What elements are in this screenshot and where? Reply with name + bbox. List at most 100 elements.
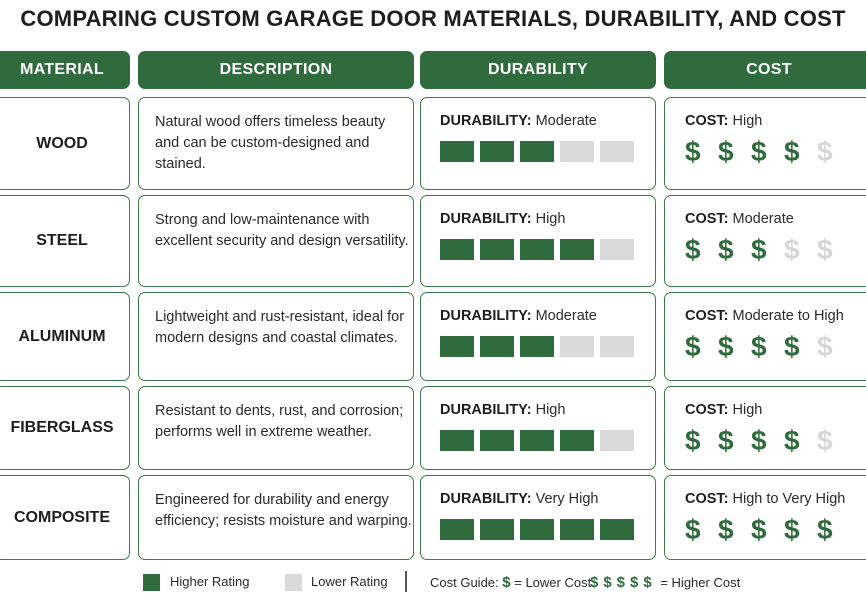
durability-bar-filled xyxy=(480,430,514,451)
durability-bar-empty xyxy=(600,336,634,357)
durability-bar-filled xyxy=(440,430,474,451)
durability-prefix: DURABILITY: xyxy=(440,113,532,129)
durability-bar-filled xyxy=(520,519,554,540)
cost-value: High xyxy=(732,402,763,418)
dollar-icon-filled: $ xyxy=(784,514,800,545)
cost-meter: $ $ $ $ $ xyxy=(685,426,866,456)
durability-bar-filled xyxy=(440,141,474,162)
durability-bar-filled xyxy=(440,239,474,260)
dollar-icon-empty: $ xyxy=(817,425,833,456)
durability-bar-empty xyxy=(600,141,634,162)
page-title: COMPARING CUSTOM GARAGE DOOR MATERIALS, … xyxy=(20,6,846,31)
dollar-icon-filled: $ xyxy=(685,136,701,167)
header-durability: DURABILITY xyxy=(420,51,656,89)
lower-rating-swatch xyxy=(285,574,302,591)
dollar-icon-filled: $ xyxy=(685,331,701,362)
cost-value: High to Very High xyxy=(732,491,846,507)
durability-bar-filled xyxy=(440,336,474,357)
description-cell: Lightweight and rust-resistant, ideal fo… xyxy=(138,292,414,381)
dollar-icon-filled: $ xyxy=(685,514,701,545)
description-cell: Resistant to dents, rust, and corrosion;… xyxy=(138,386,414,470)
material-name: STEEL xyxy=(36,232,88,249)
durability-bar-filled xyxy=(560,430,594,451)
description-cell: Natural wood offers timeless beauty and … xyxy=(138,97,414,190)
durability-prefix: DURABILITY: xyxy=(440,308,532,324)
dollar-icon-empty: $ xyxy=(784,234,800,265)
cost-cell: COST: Moderate $ $ $ $ $ xyxy=(664,195,866,287)
durability-bar-filled xyxy=(520,141,554,162)
durability-bar-filled xyxy=(440,519,474,540)
durability-bar-filled xyxy=(480,141,514,162)
dollar-icon: $ xyxy=(502,574,511,591)
material-name: COMPOSITE xyxy=(13,508,110,526)
description-cell: Engineered for durability and energy eff… xyxy=(138,475,414,560)
durability-bar-filled xyxy=(520,239,554,260)
durability-prefix: DURABILITY: xyxy=(440,491,532,507)
durability-meter xyxy=(440,430,655,451)
material-cell: ALUMINUM xyxy=(0,292,130,381)
lower-rating-label: Lower Rating xyxy=(311,574,388,589)
dollar-icon-filled: $ xyxy=(784,136,800,167)
cost-meter: $$$$$ xyxy=(685,515,866,545)
cost-cell: COST: High $ $ $ $ $ xyxy=(664,97,866,190)
durability-cell: DURABILITY: High xyxy=(420,195,656,287)
dollar-icon-filled: $ xyxy=(718,136,734,167)
material-cell: WOOD xyxy=(0,97,130,190)
durability-bar-filled xyxy=(520,430,554,451)
durability-label: DURABILITY: High xyxy=(440,402,655,418)
cost-prefix: COST: xyxy=(685,402,729,418)
dollar-icon-filled: $ xyxy=(718,425,734,456)
durability-value: High xyxy=(535,402,566,418)
cost-guide-lower: Cost Guide: $ = Lower Cost xyxy=(430,574,591,591)
dollar-icon-filled: $ xyxy=(718,331,734,362)
cost-value: Moderate xyxy=(732,211,794,227)
cost-meter: $ $ $ $ $ xyxy=(685,137,866,167)
cost-prefix: COST: xyxy=(685,491,729,507)
dollar-icon-filled: $ xyxy=(685,234,701,265)
durability-cell: DURABILITY: Moderate xyxy=(420,97,656,190)
durability-bar-empty xyxy=(600,430,634,451)
higher-cost-label: = Higher Cost xyxy=(660,575,741,590)
dollar-icon-filled: $ xyxy=(751,425,767,456)
durability-bar-filled xyxy=(560,239,594,260)
dollar-icon-filled: $ xyxy=(784,425,800,456)
durability-bar-filled xyxy=(480,336,514,357)
dollar-icon-empty: $ xyxy=(817,331,833,362)
dollar-icon-filled: $ xyxy=(685,425,701,456)
dollar-icon-filled: $ xyxy=(751,331,767,362)
durability-bar-filled xyxy=(480,519,514,540)
dollar-icon-filled: $ xyxy=(751,234,767,265)
description-cell: Strong and low-maintenance with excellen… xyxy=(138,195,414,287)
cost-meter: $$$$$ xyxy=(685,332,866,362)
higher-rating-swatch xyxy=(143,574,160,591)
durability-meter xyxy=(440,519,655,540)
cost-cell: COST: High $ $ $ $ $ xyxy=(664,386,866,470)
durability-bar-filled xyxy=(600,519,634,540)
dollar-icon-filled: $ xyxy=(718,514,734,545)
durability-label: DURABILITY: Moderate xyxy=(440,308,655,324)
cost-meter: $ $ $ $ $ xyxy=(685,235,866,265)
cost-label: COST: High to Very High xyxy=(685,491,866,507)
cost-prefix: COST: xyxy=(685,211,729,227)
durability-value: High xyxy=(535,211,566,227)
material-name: WOOD xyxy=(36,134,88,152)
durability-cell: DURABILITY: Very High xyxy=(420,475,656,560)
cost-label: COST: Moderate xyxy=(685,211,866,227)
durability-bar-empty xyxy=(560,336,594,357)
lower-cost-label: = Lower Cost xyxy=(514,575,592,590)
durability-meter xyxy=(440,239,655,260)
cost-label: COST: High xyxy=(685,402,866,418)
durability-prefix: DURABILITY: xyxy=(440,402,532,418)
durability-label: DURABILITY: Moderate xyxy=(440,113,655,129)
cost-label: COST: High xyxy=(685,113,866,129)
durability-meter xyxy=(440,141,655,162)
dollar-icon-empty: $ xyxy=(817,234,833,265)
dollar-icon-filled: $ xyxy=(718,234,734,265)
dollar-icon-filled: $ xyxy=(751,136,767,167)
durability-value: Moderate xyxy=(535,308,597,324)
durability-bar-empty xyxy=(600,239,634,260)
durability-prefix: DURABILITY: xyxy=(440,211,532,227)
dollar-icon-empty: $ xyxy=(817,136,833,167)
material-name: ALUMINUM xyxy=(18,327,106,345)
dollars-icon: $$$$$ xyxy=(590,574,657,591)
